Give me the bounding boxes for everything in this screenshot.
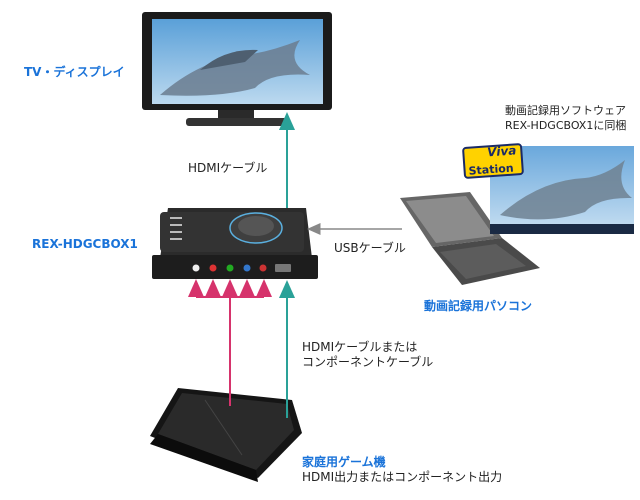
cable2-label-line1: HDMIケーブルまたは: [302, 340, 418, 354]
software-label-line2: REX-HDGCBOX1に同梱: [505, 119, 627, 132]
cable2-label-line2: コンポーネントケーブル: [302, 355, 434, 369]
viva-station-logo: Viva Station: [461, 142, 525, 180]
laptop-icon: [400, 192, 540, 285]
tv-label: TV・ディスプレイ: [24, 65, 125, 79]
pc-label: 動画記録用パソコン: [424, 299, 533, 313]
tv-icon: [142, 12, 332, 126]
logo-line1: Viva: [486, 143, 517, 160]
console-label: 家庭用ゲーム機: [302, 455, 386, 469]
capture-box-icon: [152, 208, 318, 279]
logo-line2: Station: [468, 161, 515, 178]
hdmi-cable-label: HDMIケーブル: [188, 161, 268, 175]
game-console-icon: [150, 388, 302, 482]
software-label-line1: 動画記録用ソフトウェア: [505, 104, 626, 117]
usb-cable-label: USBケーブル: [334, 241, 406, 255]
console-output-label: HDMI出力またはコンポーネント出力: [302, 470, 503, 484]
device-label: REX-HDGCBOX1: [32, 237, 138, 251]
